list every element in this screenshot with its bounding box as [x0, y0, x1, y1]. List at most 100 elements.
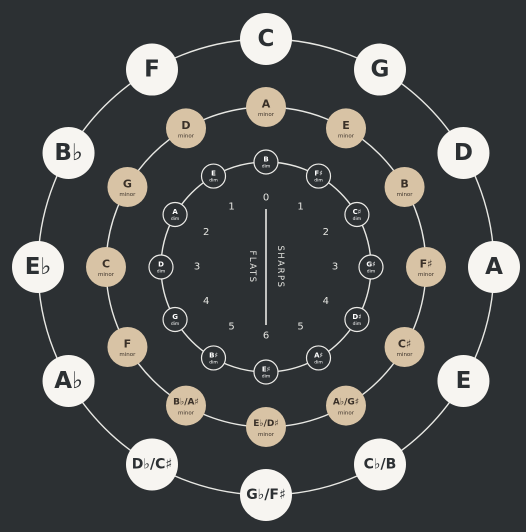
- sharps-label: SHARPS: [275, 245, 285, 288]
- minor-key-note: C: [102, 258, 110, 271]
- dim-chord-quality: dim: [314, 178, 323, 184]
- dim-chord-g-sharp: G♯dim: [358, 254, 384, 280]
- dim-chord-note: A: [172, 208, 178, 216]
- dim-chord-bubble: [344, 201, 370, 228]
- major-key-bubble: [42, 355, 95, 407]
- dim-chord-note: D: [158, 261, 164, 269]
- dim-chord-bubble: [253, 149, 279, 175]
- minor-key-quality: minor: [397, 352, 414, 358]
- minor-key-bubble: [326, 385, 366, 426]
- minor-key-note: E♭/D♯: [253, 419, 279, 429]
- minor-key-note: E: [342, 119, 350, 132]
- major-key-g: G: [354, 43, 406, 96]
- minor-key-quality: minor: [258, 432, 275, 438]
- minor-key-bubble: [107, 327, 148, 367]
- dim-chord-c-sharp: C♯dim: [344, 201, 370, 228]
- minor-key-f-sharp: F♯minor: [406, 247, 446, 287]
- minor-key-note: B: [400, 178, 408, 191]
- major-key-label: D♭/C♯: [132, 456, 172, 472]
- accidental-count: 1: [228, 202, 234, 213]
- minor-key-bubble: [326, 108, 366, 149]
- major-key-bubble: [354, 438, 406, 491]
- flats-label: FLATS: [247, 250, 257, 283]
- major-key-bubble: [240, 13, 292, 65]
- minor-key-quality: minor: [258, 112, 275, 118]
- major-key-bubble: [126, 438, 178, 491]
- dim-chord-note: G: [172, 313, 178, 321]
- major-key-bubble: [12, 241, 64, 293]
- minor-key-bubble: [246, 87, 286, 127]
- dim-chord-note: B♯: [209, 351, 218, 359]
- minor-key-note: B♭/A♯: [173, 398, 199, 408]
- major-key-bubble: [354, 43, 406, 96]
- major-key-e: E: [437, 355, 490, 407]
- major-key-label: E: [456, 368, 472, 394]
- dim-chord-quality: dim: [314, 359, 323, 365]
- accidental-count: 5: [228, 321, 234, 332]
- dim-chord-a-sharp: A♯dim: [305, 345, 332, 371]
- minor-key-bubble: [107, 167, 148, 207]
- major-key-label: F: [144, 57, 160, 83]
- major-key-bubble: [468, 241, 520, 293]
- major-key-label: A♭: [54, 368, 83, 394]
- dim-chord-bubble: [305, 163, 332, 189]
- major-key-bubble: [437, 355, 490, 407]
- dim-chord-b-sharp: B♯dim: [200, 345, 227, 371]
- minor-key-quality: minor: [178, 133, 195, 139]
- dim-chord-quality: dim: [171, 216, 180, 222]
- minor-key-bubble: [166, 385, 206, 426]
- major-key-a: A: [468, 241, 520, 293]
- center-labels: FLATS SHARPS: [247, 209, 285, 325]
- accidental-count: 1: [297, 202, 303, 213]
- dim-chord-bubble: [305, 345, 332, 371]
- major-key-a-flat: A♭: [42, 355, 95, 407]
- minor-key-bubble: [246, 407, 286, 447]
- dim-chord-quality: dim: [353, 216, 362, 222]
- minor-key-note: D: [181, 119, 190, 132]
- major-key-d-flat-c-sharp: D♭/C♯: [126, 438, 178, 491]
- dim-chord-quality: dim: [353, 321, 362, 327]
- dim-chord-bubble: [200, 345, 227, 371]
- minor-key-note: F♯: [420, 258, 433, 271]
- major-key-d: D: [437, 127, 490, 179]
- major-key-c: C: [240, 13, 292, 65]
- dim-chord-e-sharp: E♯dim: [253, 359, 279, 385]
- dim-chord-note: C♯: [353, 208, 362, 216]
- major-key-g-flat-f-sharp: G♭/F♯: [240, 469, 292, 521]
- major-key-label: B♭: [54, 140, 82, 166]
- dim-chord-note: B: [263, 156, 268, 164]
- major-key-label: C♭/B: [364, 456, 397, 472]
- accidental-count: 0: [263, 193, 269, 204]
- accidental-count: 6: [263, 331, 269, 342]
- dim-chord-note: D♯: [352, 313, 361, 321]
- minor-key-bubble: [384, 167, 425, 207]
- major-key-c-flat-b: C♭/B: [354, 438, 406, 491]
- accidental-count: 2: [203, 227, 209, 238]
- major-key-f: F: [126, 43, 178, 96]
- minor-key-bubble: [86, 247, 126, 287]
- minor-key-quality: minor: [178, 411, 195, 417]
- major-key-e-flat: E♭: [12, 241, 64, 293]
- major-key-label: D: [454, 140, 473, 166]
- major-key-label: G♭/F♯: [246, 487, 286, 503]
- accidental-count: 4: [323, 296, 329, 307]
- minor-key-bubble: [406, 247, 446, 287]
- accidental-count: 2: [323, 227, 329, 238]
- minor-keys-ring: AminorEminorBminorF♯minorC♯minorA♭/G♯min…: [86, 87, 446, 447]
- dim-chord-quality: dim: [209, 359, 218, 365]
- minor-key-quality: minor: [338, 133, 355, 139]
- dim-chord-note: G♯: [366, 261, 375, 269]
- major-key-label: E♭: [25, 254, 52, 280]
- dim-chord-f-sharp: F♯dim: [305, 163, 332, 189]
- dim-chord-quality: dim: [367, 269, 376, 275]
- minor-key-note: G: [123, 178, 132, 191]
- minor-key-note: A♭/G♯: [333, 398, 359, 408]
